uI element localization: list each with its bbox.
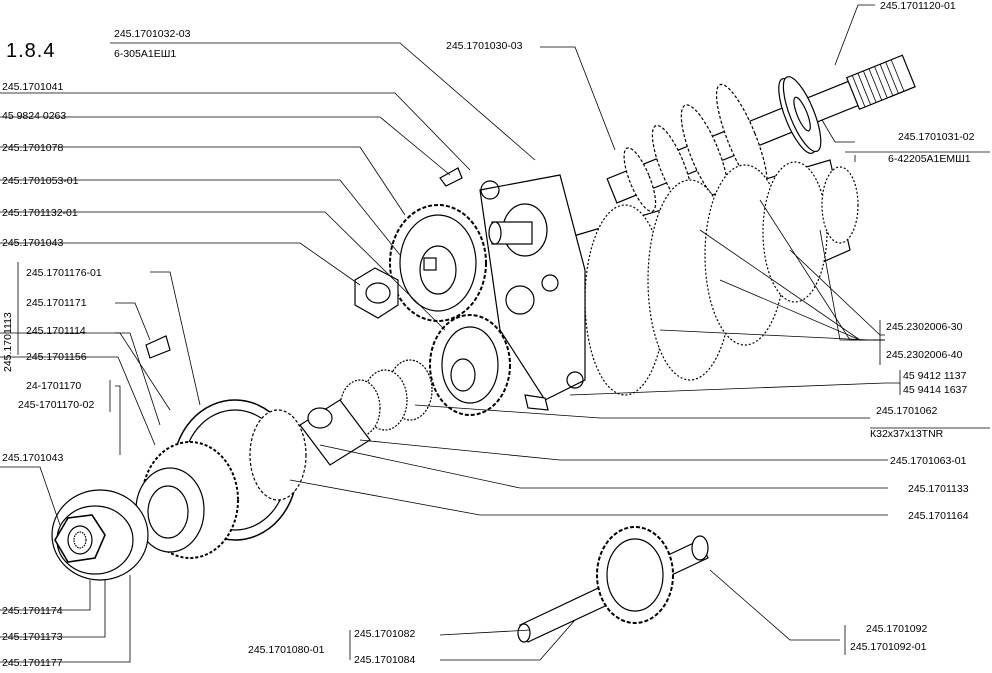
label-part-1173: 245.1701173 xyxy=(2,631,63,643)
label-part-1062: 245.1701062 xyxy=(876,405,938,417)
label-part-1171: 245.1701171 xyxy=(26,297,87,309)
label-part-2302006-30: 245.2302006-30 xyxy=(886,321,963,333)
parts-artwork xyxy=(51,54,916,643)
label-assembly-1113: 245.1701113 xyxy=(2,312,14,372)
sleeve-1133 xyxy=(299,399,371,466)
reverse-idler xyxy=(517,526,709,643)
label-part-1082: 245.1701082 xyxy=(354,628,416,640)
label-part-1137: 45 9412 1137 xyxy=(903,370,967,382)
input-shaft xyxy=(606,54,916,212)
label-part-1084: 245.1701084 xyxy=(354,654,416,666)
synchronizer-assembly xyxy=(135,399,307,559)
label-part-1156: 245.1701156 xyxy=(26,351,87,363)
gear-1132 xyxy=(429,314,511,416)
label-bearing-42205: 6-42205А1ЕМШ1 xyxy=(888,153,971,165)
label-bearing-cover: 245.1701032-03 xyxy=(114,28,191,40)
front-hub xyxy=(51,489,149,581)
label-input-shaft: 245.1701120-01 xyxy=(880,0,956,12)
counter-shaft-block xyxy=(559,159,859,396)
label-needle-bearing: К32х37х13TNR xyxy=(870,428,944,440)
label-part-1092: 245.1701092 xyxy=(866,623,928,635)
nut-1043 xyxy=(354,267,399,319)
key-0263 xyxy=(439,167,463,187)
label-part-1164: 245.1701164 xyxy=(908,510,969,522)
pin-1637 xyxy=(524,394,549,411)
label-part-2302006-40: 245.2302006-40 xyxy=(886,349,963,361)
label-part-1043-bottom: 245.1701043 xyxy=(2,452,64,464)
clip-1171 xyxy=(145,335,171,359)
label-output-shaft: 245.1701030-03 xyxy=(446,40,523,52)
figure-number: 1.8.4 xyxy=(6,40,56,62)
bearing-plate xyxy=(479,174,586,401)
label-part-1133: 245.1701133 xyxy=(908,483,969,495)
label-part-1170: 24-1701170 xyxy=(26,380,82,392)
label-part-1114: 245.1701114 xyxy=(26,325,86,337)
label-part-1637: 45 9414 1637 xyxy=(903,384,968,396)
label-bearing-305: 6-305А1ЕШ1 xyxy=(114,48,177,60)
label-assembly-1080: 245.1701080-01 xyxy=(248,644,325,656)
label-part-1078: 245.1701078 xyxy=(2,142,64,154)
label-part-1132: 245.1701132-01 xyxy=(2,207,78,219)
gear-1078 xyxy=(389,204,487,322)
label-part-1176: 245.1701176-01 xyxy=(26,267,102,279)
label-part-1174: 245.1701174 xyxy=(2,605,63,617)
label-part-0263: 45 9824 0263 xyxy=(2,110,67,122)
label-part-1053: 245.1701053-01 xyxy=(2,175,79,187)
label-part-1041: 245.1701041 xyxy=(2,81,64,93)
label-part-1170-02: 245-1701170-02 xyxy=(18,399,95,411)
label-part-1031: 245.1701031-02 xyxy=(898,131,975,143)
label-part-1092-01: 245.1701092-01 xyxy=(850,641,927,653)
label-part-1177: 245.1701177 xyxy=(2,657,63,669)
label-part-1063: 245.1701063-01 xyxy=(890,455,967,467)
label-part-1043-top: 245.1701043 xyxy=(2,237,64,249)
leader-lines xyxy=(0,4,990,663)
